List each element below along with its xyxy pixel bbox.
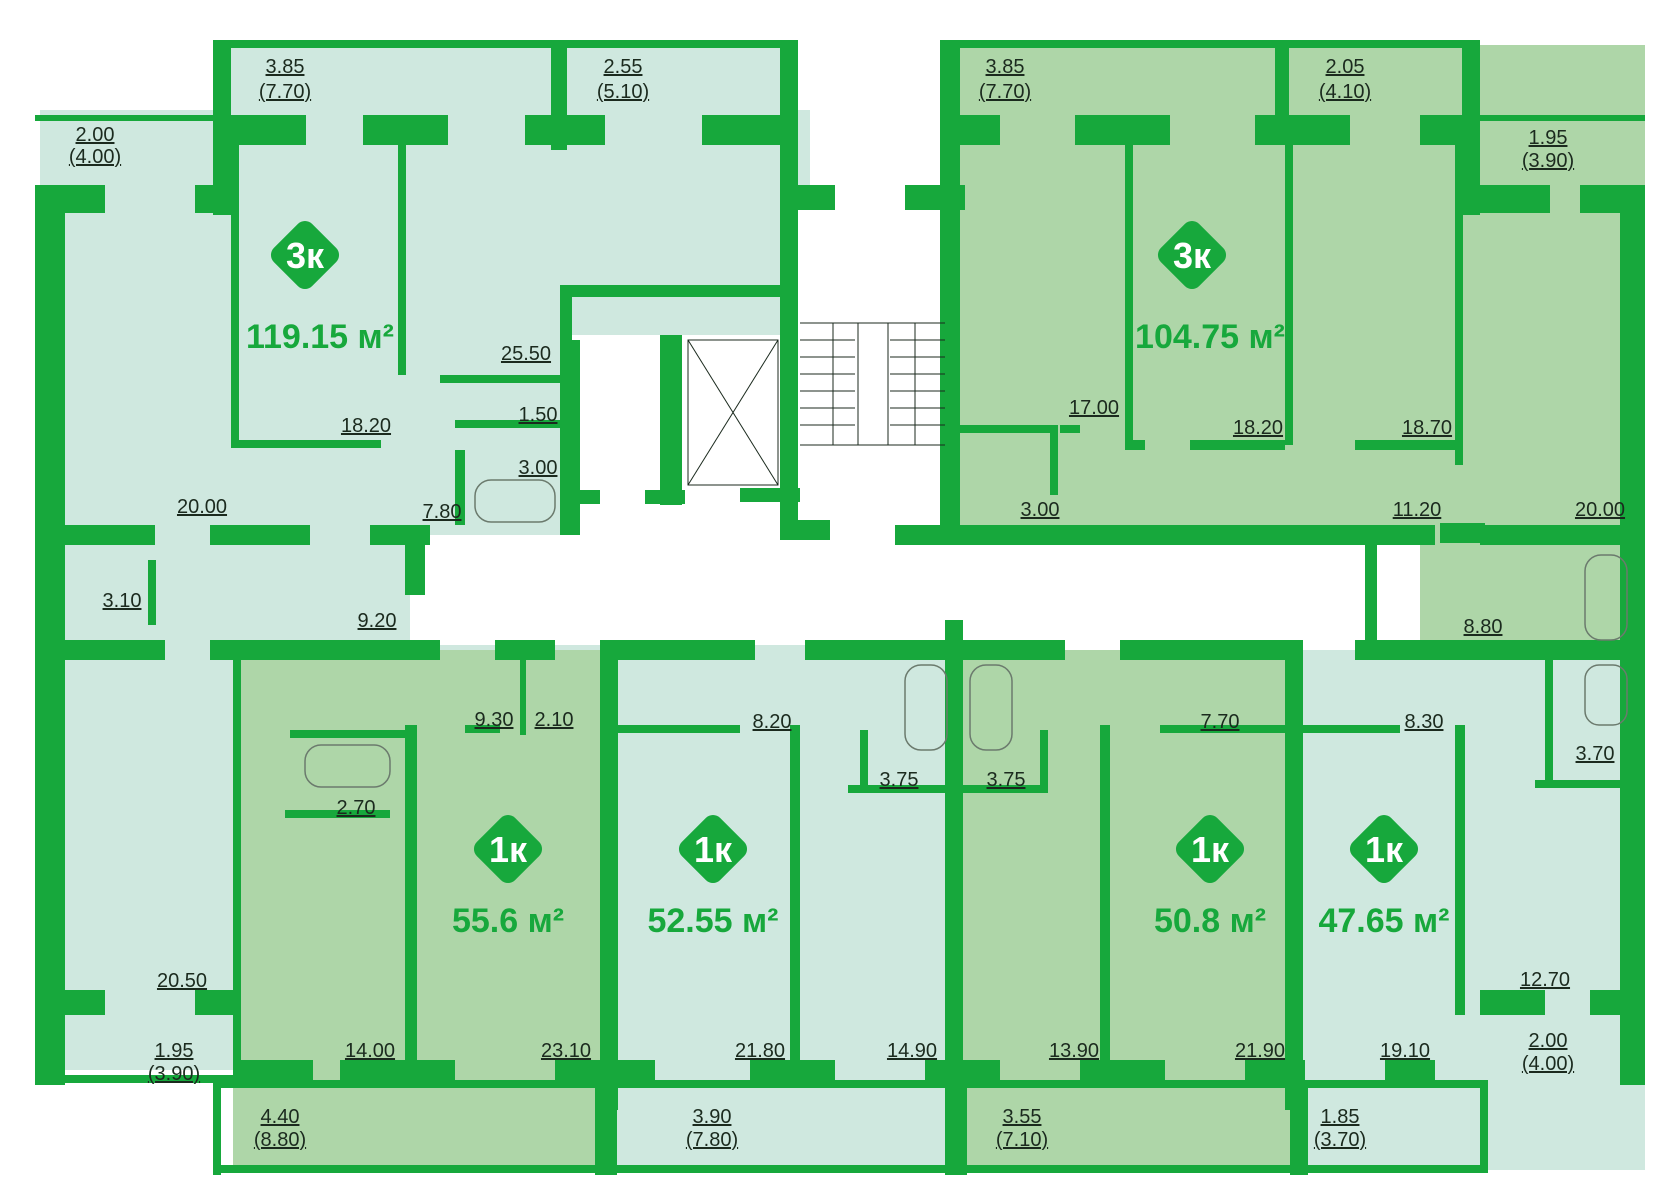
room-label: (7.70) [979,81,1031,103]
room-label: 8.80 [1464,616,1503,638]
apt-1k-55-area: 55.6 м² [452,902,564,940]
apt-3k-119-badge: 3к 119.15 м² [246,220,394,356]
room-label: 4.40 [261,1106,300,1128]
room-label: 1.85 [1321,1106,1360,1128]
room-label: 21.90 [1235,1040,1285,1062]
svg-text:3к: 3к [1173,235,1212,276]
room-label: 2.00 [76,124,115,146]
svg-text:1к: 1к [489,829,528,870]
room-label: 14.00 [345,1040,395,1062]
room-label: 3.90 [693,1106,732,1128]
room-label: 2.70 [337,797,376,819]
elevator-shaft [687,339,779,486]
room-label: (3.90) [1522,150,1574,172]
apt-1k-50-badge: 1к 50.8 м² [1154,814,1266,940]
apt-3k-104-area: 104.75 м² [1135,318,1285,356]
apt-1k-50-area: 50.8 м² [1154,902,1266,940]
room-label: (3.70) [1314,1129,1366,1151]
room-label: 3.55 [1003,1106,1042,1128]
room-label: 1.50 [519,404,558,426]
room-label: 17.00 [1069,397,1119,419]
room-label: 18.20 [1233,417,1283,439]
apt-1k-55-badge: 1к 55.6 м² [452,814,564,940]
room-label: (7.70) [259,81,311,103]
room-label: 2.00 [1529,1030,1568,1052]
room-label: 8.30 [1405,711,1444,733]
svg-text:1к: 1к [1191,829,1230,870]
stair-fill [795,210,945,535]
room-label: (5.10) [597,81,649,103]
room-label: 20.50 [157,970,207,992]
room-label: 23.10 [541,1040,591,1062]
room-label: 8.20 [753,711,792,733]
room-label: 18.70 [1402,417,1452,439]
room-label: 25.50 [501,343,551,365]
corridor-fill [410,535,1420,645]
room-label: (4.10) [1319,81,1371,103]
room-fills [40,45,1645,1170]
room-label: 9.30 [475,709,514,731]
apt-1k-52-area: 52.55 м² [647,902,778,940]
room-label: 3.00 [1021,499,1060,521]
room-label: 3.85 [986,56,1025,78]
room-labels: 3.85 (7.70) 2.55 (5.10) 2.00 (4.00) 3.85… [69,56,1625,1151]
room-label: 18.20 [341,415,391,437]
apt-3k-104-badge: 3к 104.75 м² [1135,220,1285,356]
room-label: 3.85 [266,56,305,78]
room-label: (4.00) [69,146,121,168]
room-label: (4.00) [1522,1053,1574,1075]
svg-text:1к: 1к [694,829,733,870]
apt-1k-52-badge: 1к 52.55 м² [647,814,779,940]
room-label: 2.05 [1326,56,1365,78]
room-label: (7.80) [686,1129,738,1151]
room-label: 21.80 [735,1040,785,1062]
room-label: 1.95 [1529,127,1568,149]
room-label: (7.10) [996,1129,1048,1151]
room-label: 14.90 [887,1040,937,1062]
balcony-fill [213,45,798,115]
bathtubs [304,479,1628,788]
room-label: 19.10 [1380,1040,1430,1062]
room-label: 3.75 [880,769,919,791]
apt-1k-47-area: 47.65 м² [1318,902,1449,940]
room-label: 7.70 [1201,711,1240,733]
apartment-badges: 3к 119.15 м² 3к 104.75 м² 1к 55.6 м² 1к … [246,220,1450,940]
room-label: 20.00 [1575,499,1625,521]
room-label: (8.80) [254,1129,306,1151]
room-label: 2.55 [604,56,643,78]
stair-steps [800,322,945,446]
room-label: 3.75 [987,769,1026,791]
room-label: 3.70 [1576,743,1615,765]
svg-text:1к: 1к [1365,829,1404,870]
apt-3k-119-area: 119.15 м² [246,318,394,356]
room-label: (3.90) [148,1063,200,1085]
room-label: 12.70 [1520,969,1570,991]
room-label: 7.80 [423,501,462,523]
room-label: 20.00 [177,496,227,518]
room-label: 11.20 [1393,499,1442,521]
room-label: 13.90 [1049,1040,1099,1062]
apt-1k-47-badge: 1к 47.65 м² [1318,814,1450,940]
room-label: 1.95 [155,1040,194,1062]
svg-text:3к: 3к [286,235,325,276]
room-label: 3.00 [519,457,558,479]
room-label: 3.10 [103,590,142,612]
room-label: 2.10 [535,709,574,731]
walls [35,40,1645,1175]
room-label: 9.20 [358,610,397,632]
